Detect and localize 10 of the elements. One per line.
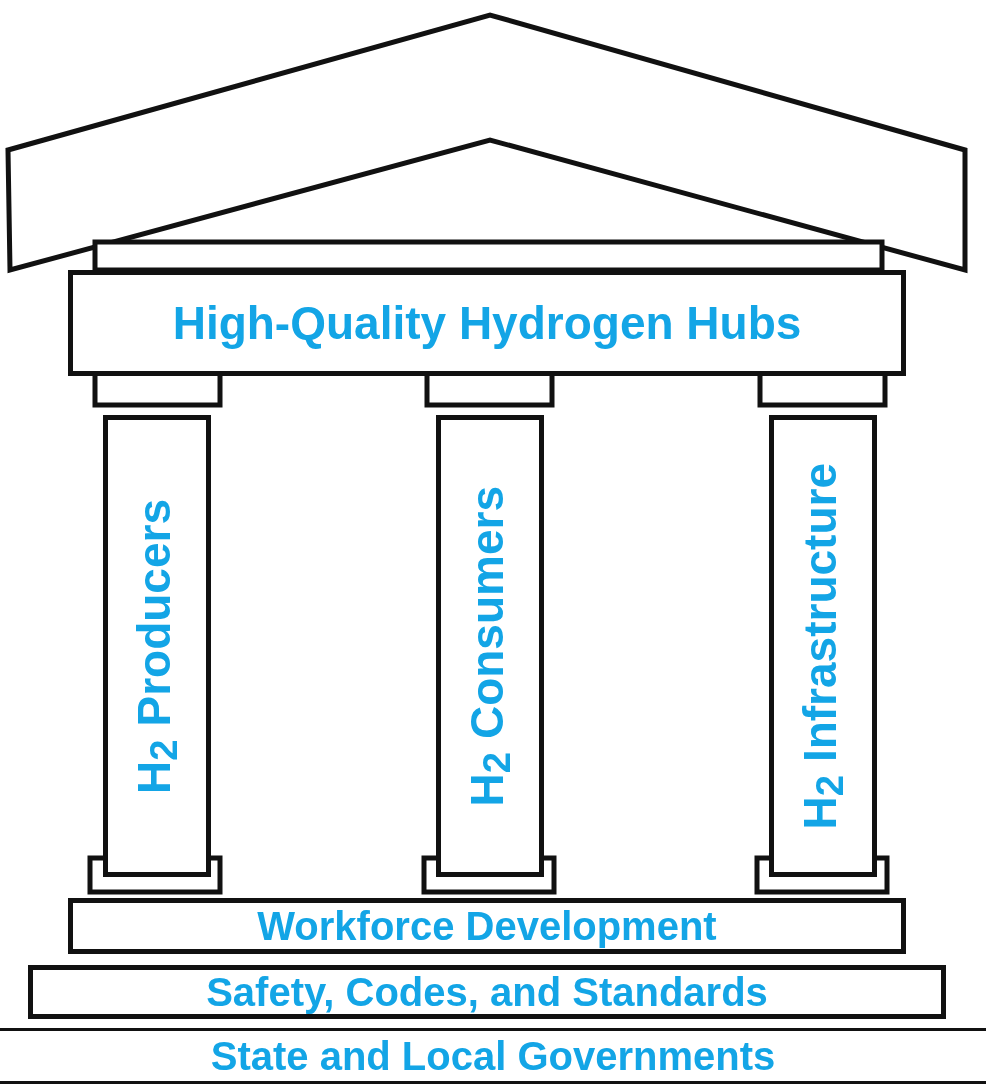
column xyxy=(436,415,544,877)
step-label: Workforce Development xyxy=(257,906,717,946)
step xyxy=(28,965,946,1019)
step-label: Safety, Codes, and Standards xyxy=(206,972,768,1012)
ground-band xyxy=(0,1028,986,1084)
ground-label: State and Local Governments xyxy=(210,1036,776,1076)
column xyxy=(769,415,877,877)
column xyxy=(103,415,211,877)
entablature-beam xyxy=(68,270,906,376)
step xyxy=(68,898,906,954)
